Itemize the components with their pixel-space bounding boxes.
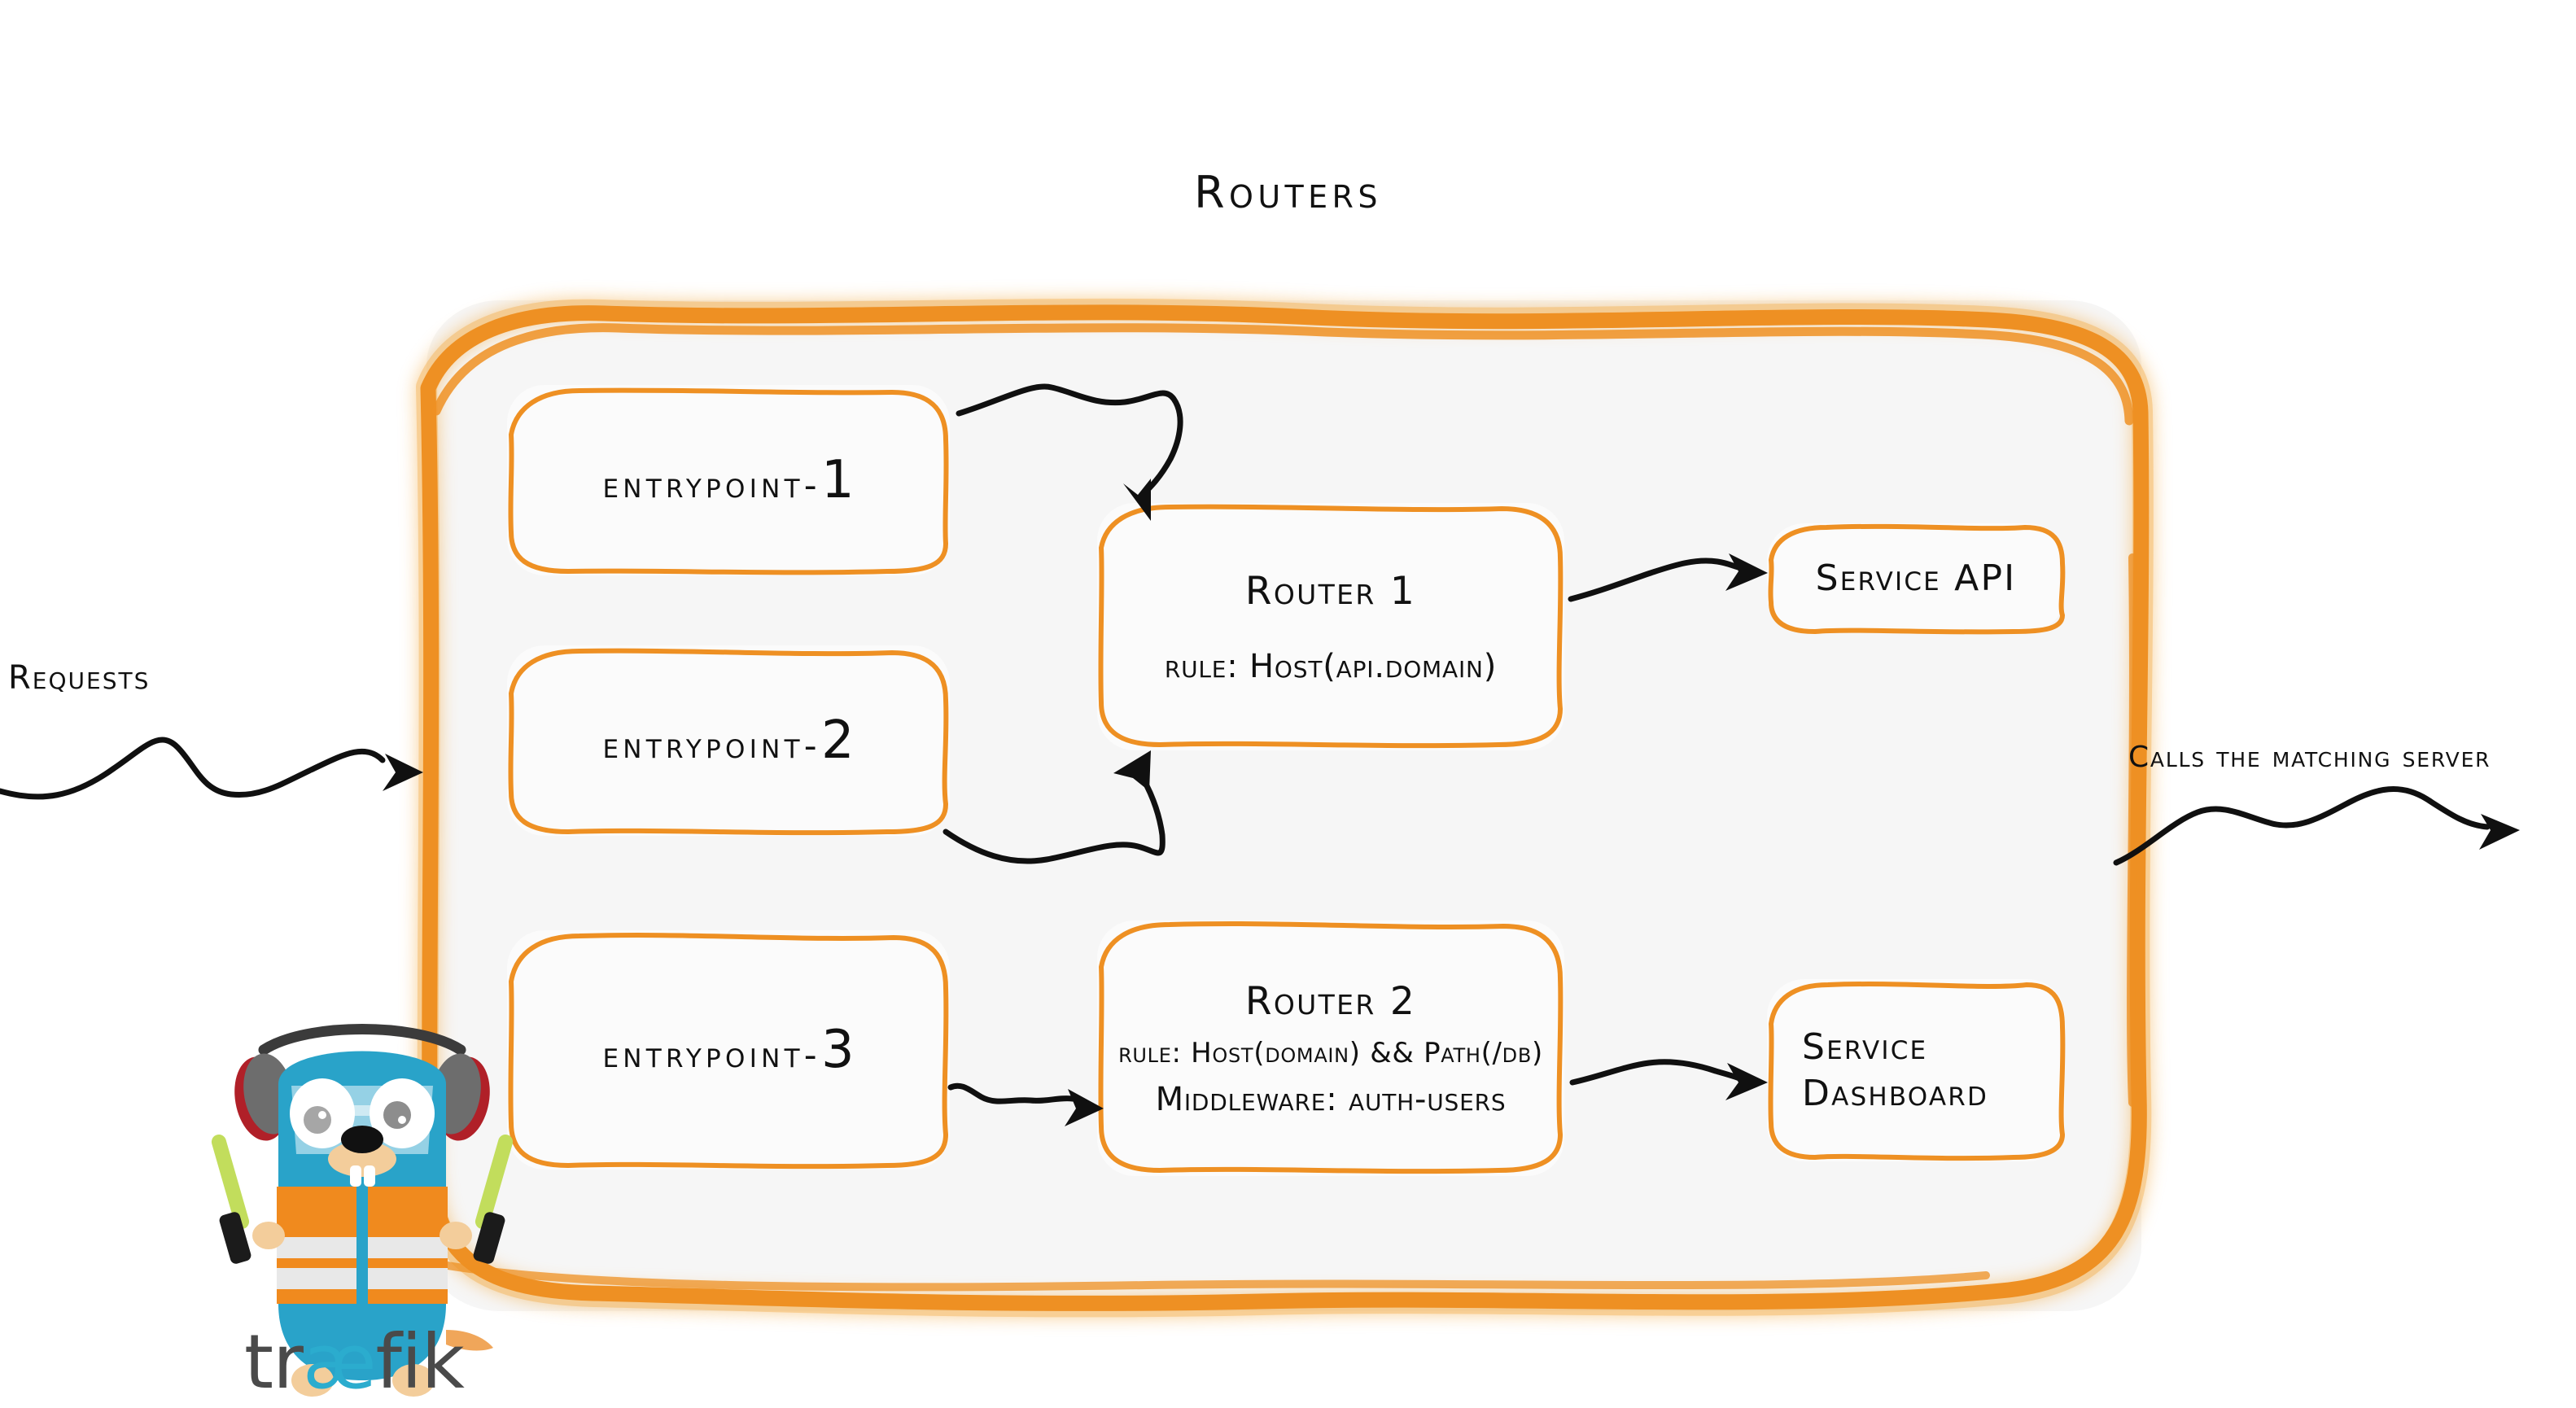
service-card-api-fill (1767, 523, 2065, 632)
page-title-text: Routers (1194, 167, 1382, 218)
gopher-hands (252, 1222, 472, 1249)
requests-label: Requests (8, 659, 151, 697)
entrypoint-card-1-label: entrypoint-1 (505, 383, 952, 578)
gopher-marshalling-wands (211, 1134, 514, 1264)
service-card-api[interactable]: Service API (1765, 521, 2067, 635)
gopher-illustration (211, 1024, 514, 1397)
entrypoint-card-2[interactable]: entrypoint-2 (505, 643, 952, 838)
service-card-api-border (1768, 523, 2066, 635)
gopher-feet (291, 1364, 435, 1397)
entrypoint-3-number: 3 (820, 1020, 855, 1080)
router-2-rule: rule: Host(domain) && Path(/db) (1118, 1036, 1543, 1069)
router-card-1-border (1098, 504, 1564, 749)
entrypoint-card-3-label: entrypoint-3 (505, 928, 952, 1172)
entrypoint-1-number: 1 (820, 450, 855, 510)
gopher-hivis-vest-icon (277, 1187, 448, 1304)
router-card-2-fill (1097, 920, 1564, 1176)
arrow-requests-in (0, 737, 423, 800)
entrypoint-card-2-fill (507, 645, 950, 836)
service-card-dashboard-label: Service Dashboard (1765, 977, 2067, 1164)
entrypoint-2-name: entrypoint- (602, 725, 821, 767)
logo-text-part1: tr (244, 1318, 304, 1406)
page-title: Routers (0, 167, 2576, 218)
router-card-2-border (1098, 921, 1564, 1174)
entrypoint-card-1[interactable]: entrypoint-1 (505, 383, 952, 578)
entrypoint-card-2-label: entrypoint-2 (505, 643, 952, 838)
logo-text-ae: æ (303, 1318, 376, 1406)
router-1-rule: rule: Host(api.domain) (1164, 647, 1498, 685)
router-card-2-label: Router 2 rule: Host(domain) && Path(/db)… (1095, 918, 1567, 1178)
service-card-dashboard[interactable]: Service Dashboard (1765, 977, 2067, 1164)
service-dashboard-line2: Dashboard (1802, 1073, 1989, 1114)
router-card-1-label: Router 1 rule: Host(api.domain) (1095, 501, 1567, 753)
entrypoint-card-3[interactable]: entrypoint-3 (505, 928, 952, 1172)
entrypoint-card-1-border (508, 387, 949, 575)
service-card-dashboard-fill (1767, 979, 2065, 1161)
gopher-tail (446, 1330, 493, 1351)
service-api-text: Service API (1815, 557, 2017, 599)
traefik-gopher-mascot-icon (211, 1024, 514, 1408)
service-dashboard-line1: Service (1802, 1025, 1928, 1068)
router-card-1[interactable]: Router 1 rule: Host(api.domain) (1095, 501, 1567, 753)
calls-matching-server-label: Calls the matching server (2128, 741, 2491, 774)
router-card-2[interactable]: Router 2 rule: Host(domain) && Path(/db)… (1095, 918, 1567, 1178)
router-2-title: Router 2 (1244, 978, 1417, 1024)
entrypoint-card-3-fill (507, 930, 950, 1170)
entrypoint-1-name: entrypoint- (602, 465, 821, 506)
router-1-title: Router 1 (1244, 568, 1417, 614)
router-card-1-fill (1097, 503, 1564, 750)
logo-text-part3: fik (375, 1318, 464, 1406)
gopher-muzzle (328, 1126, 396, 1187)
entrypoint-3-name: entrypoint- (602, 1034, 821, 1076)
entrypoint-2-number: 2 (820, 711, 855, 771)
router-2-middleware: Middleware: auth-users (1155, 1080, 1507, 1118)
gopher-eyes (290, 1078, 435, 1148)
arrow-calls-matching-server (2113, 786, 2520, 866)
service-card-dashboard-border (1768, 982, 2066, 1161)
service-card-api-label: Service API (1765, 521, 2067, 635)
routers-container-border (416, 298, 2154, 1318)
traefik-logo: træfik (244, 1325, 488, 1406)
entrypoint-card-3-border (508, 933, 949, 1170)
entrypoint-card-1-fill (507, 385, 950, 575)
